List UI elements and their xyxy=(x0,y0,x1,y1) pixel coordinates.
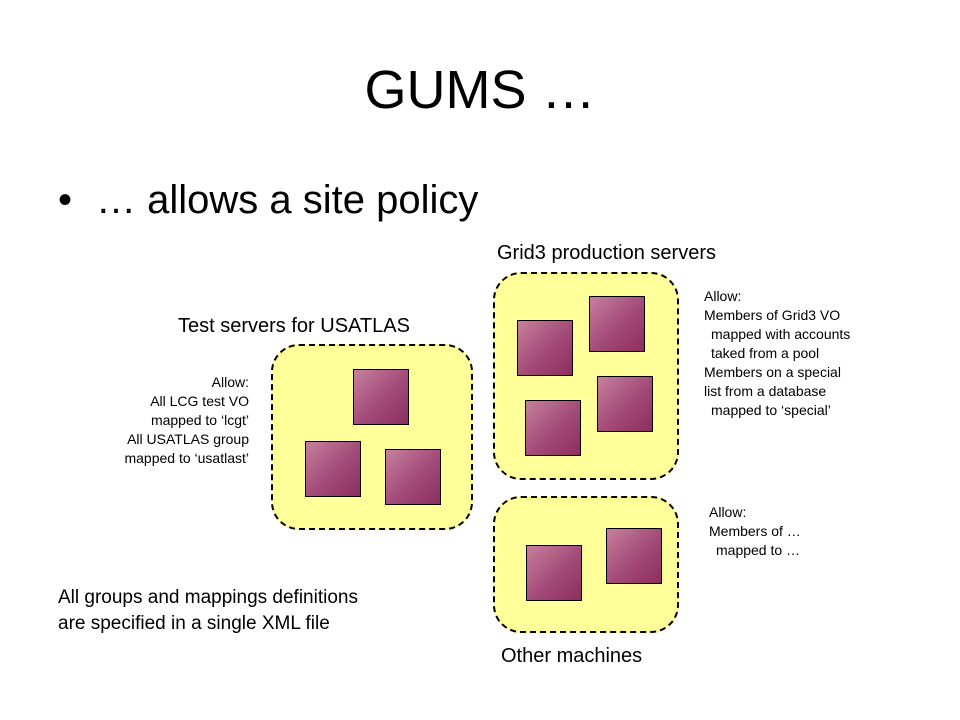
server-icon xyxy=(305,441,361,497)
grid3-group-label: Grid3 production servers xyxy=(497,242,716,264)
server-icon xyxy=(606,528,662,584)
grid3-server-group xyxy=(493,272,679,480)
slide-title: GUMS … xyxy=(364,60,596,120)
policy-line: All USATLAS group xyxy=(127,431,249,447)
policy-line: Allow: xyxy=(704,288,742,304)
policy-line: Members on a special xyxy=(704,364,841,380)
server-icon xyxy=(589,296,645,352)
server-icon xyxy=(353,369,409,425)
server-icon xyxy=(526,545,582,601)
server-icon xyxy=(517,320,573,376)
other-policy-note: Allow: Members of … mapped to … xyxy=(709,503,801,560)
policy-line: mapped to ‘lcgt’ xyxy=(150,412,249,428)
server-icon xyxy=(385,449,441,505)
other-machines-group xyxy=(493,496,679,633)
policy-line: mapped to … xyxy=(716,542,801,558)
policy-line: mapped to ‘special’ xyxy=(711,402,831,418)
policy-line: taked from a pool xyxy=(711,345,820,361)
footnote: All groups and mappings definitions are … xyxy=(58,585,358,637)
policy-line: list from a database xyxy=(704,383,827,399)
policy-line: Allow: xyxy=(709,504,747,520)
grid3-policy-note: Allow: Members of Grid3 VO mapped with a… xyxy=(704,287,850,420)
policy-line: mapped to ‘usatlast’ xyxy=(124,450,249,466)
policy-line: Members of … xyxy=(709,523,801,539)
test-group-label: Test servers for USATLAS xyxy=(178,315,410,337)
server-icon xyxy=(597,376,653,432)
server-icon xyxy=(525,400,581,456)
bullet-marker: • xyxy=(58,178,73,222)
policy-line: Members of Grid3 VO xyxy=(704,307,841,323)
test-policy-note: Allow: All LCG test VO mapped to ‘lcgt’ … xyxy=(124,373,249,468)
other-machines-label: Other machines xyxy=(501,645,643,667)
test-server-group xyxy=(271,344,473,530)
policy-line: All LCG test VO xyxy=(150,393,249,409)
bullet-text: … allows a site policy xyxy=(96,178,479,222)
policy-line: mapped with accounts xyxy=(711,326,851,342)
footnote-line: All groups and mappings definitions xyxy=(58,587,358,608)
policy-line: Allow: xyxy=(211,374,249,390)
footnote-line: are specified in a single XML file xyxy=(58,613,330,634)
